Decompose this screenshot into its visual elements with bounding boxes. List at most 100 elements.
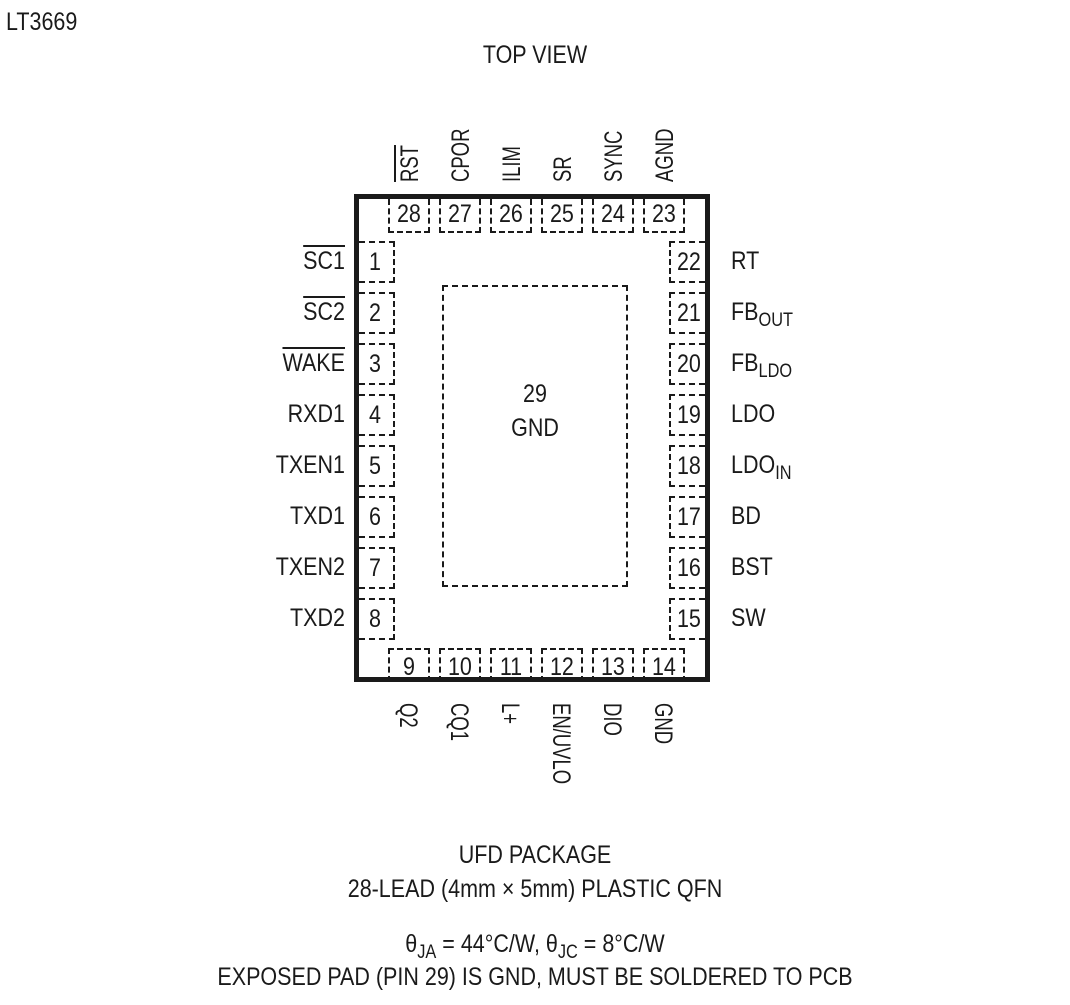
pin-number-text: 1 (369, 247, 381, 276)
pin-name-text: BD (731, 502, 761, 530)
pin-number-text: 7 (369, 553, 381, 582)
pin-24-box (592, 199, 634, 233)
pin-3-number: 3 (359, 351, 391, 377)
thermal-resistance: θJA = 44°C/W, θJC = 8°C/W (277, 930, 793, 963)
pin-number-text: 2 (369, 298, 381, 327)
pin-8-box (359, 598, 395, 640)
pin-number-text: 24 (601, 199, 625, 228)
pin-20-box (669, 343, 705, 385)
pin-2-name: SC2 (169, 300, 345, 325)
pin-7-number: 7 (359, 555, 391, 581)
exposed-pad (442, 285, 628, 587)
pin-name-wrapper: Q2 (394, 703, 422, 732)
pin-number-text: 25 (550, 199, 574, 228)
pin-10-name: CQ1 (445, 703, 473, 754)
pin-26-name: ILIM (498, 133, 526, 182)
pin-name-subscript: LDO (758, 361, 793, 382)
pin-24-name: SYNC (600, 113, 628, 182)
pin-21-number: 21 (673, 300, 705, 326)
pin-17-number: 17 (673, 504, 705, 530)
pin-number-text: 19 (677, 400, 701, 429)
pin-name-wrapper: CQ1 (445, 703, 473, 747)
theta-jc-subscript: JC (557, 942, 578, 963)
part-number: LT3669 (6, 8, 78, 36)
pin-number-text: 11 (499, 652, 523, 681)
pin-23-name: AGND (651, 110, 679, 182)
pin-11-box (490, 648, 532, 682)
pin-14-number: 14 (644, 654, 684, 680)
pin-name-text: AGND (651, 128, 679, 182)
package-outline (354, 194, 710, 682)
pin-14-name: GND (649, 703, 677, 759)
pin-2-number: 2 (359, 300, 391, 326)
pin-number-text: 18 (677, 451, 701, 480)
pin-8-name: TXD2 (169, 606, 345, 631)
pin-4-number: 4 (359, 402, 391, 428)
pin-23-box (643, 199, 685, 233)
pin-number-text: 27 (448, 199, 472, 228)
pin-name-text: L+ (496, 703, 524, 725)
pin-18-box (669, 445, 705, 487)
theta-jc-symbol: θ (545, 930, 558, 958)
pin-name-text: WAKE (282, 349, 345, 377)
pin-15-number: 15 (673, 606, 705, 632)
pin-21-name: FBOUT (731, 298, 903, 331)
pin-4-name: RXD1 (169, 402, 345, 427)
pin-18-name: LDOIN (731, 453, 903, 484)
pin-name-wrapper: ILIM (498, 140, 526, 182)
pin-name-text: FB (731, 349, 759, 377)
pin-20-number: 20 (673, 351, 705, 377)
pin-name-wrapper: AGND (651, 120, 679, 182)
pin-name-text: TXEN2 (275, 553, 345, 581)
pin-name-text: TXD2 (290, 604, 345, 632)
pin-name-text: SR (549, 156, 577, 182)
pin-name-text: Q2 (394, 703, 422, 728)
pin-28-name: RST (396, 132, 424, 182)
pin-6-number: 6 (359, 504, 391, 530)
pin-name-subscript: IN (775, 463, 792, 484)
pin-11-name: L+ (496, 703, 524, 732)
pin-name-wrapper: SR (549, 152, 577, 182)
pin-number-text: 22 (677, 247, 701, 276)
pin-number-text: 5 (369, 451, 381, 480)
pin-12-box (541, 648, 583, 682)
pin-number-text: 20 (677, 349, 701, 378)
pin-name-wrapper: GND (649, 703, 677, 751)
pin-name-text: SC1 (303, 247, 345, 275)
theta-ja-value: = 44°C/W, (436, 930, 546, 958)
pin-number-text: 12 (550, 652, 574, 681)
pin-6-box (359, 496, 395, 538)
pin-8-number: 8 (359, 606, 391, 632)
package-line-1: UFD PACKAGE (458, 841, 612, 869)
pin-name-text: EN/UVLO (547, 703, 575, 785)
theta-jc-value: = 8°C/W (577, 930, 665, 958)
pin-name-wrapper: CPOR (447, 120, 475, 182)
pin-9-number: 9 (389, 654, 429, 680)
pin-25-number: 25 (542, 201, 582, 227)
pin-number-text: 8 (369, 604, 381, 633)
pin-15-name: SW (731, 606, 903, 631)
pin-name-text: RT (731, 247, 760, 275)
pin-number-text: 26 (499, 199, 523, 228)
pin-12-number: 12 (542, 654, 582, 680)
pin-name-text: CQ1 (445, 703, 473, 742)
pin-name-wrapper: EN/UVLO (547, 703, 575, 797)
exposed-pad-name: GND (511, 414, 559, 442)
pin-9-name: Q2 (394, 703, 422, 736)
pin-7-name: TXEN2 (169, 555, 345, 580)
pin-17-name: BD (731, 504, 903, 529)
pin-name-text: SW (731, 604, 766, 632)
pin-3-name: WAKE (169, 351, 345, 376)
pin-22-name: RT (731, 249, 903, 274)
pin-19-box (669, 394, 705, 436)
theta-ja-subscript: JA (417, 942, 437, 963)
pin-name-text: FB (731, 298, 759, 326)
pin-10-number: 10 (440, 654, 480, 680)
pin-28-box (388, 199, 430, 233)
pin-20-name: FBLDO (731, 349, 903, 382)
pin-number-text: 21 (677, 298, 701, 327)
pin-6-name: TXD1 (169, 504, 345, 529)
pin-name-text: ILIM (498, 146, 526, 182)
pin-5-name: TXEN1 (169, 453, 345, 478)
pin-name-wrapper: L+ (496, 703, 524, 728)
